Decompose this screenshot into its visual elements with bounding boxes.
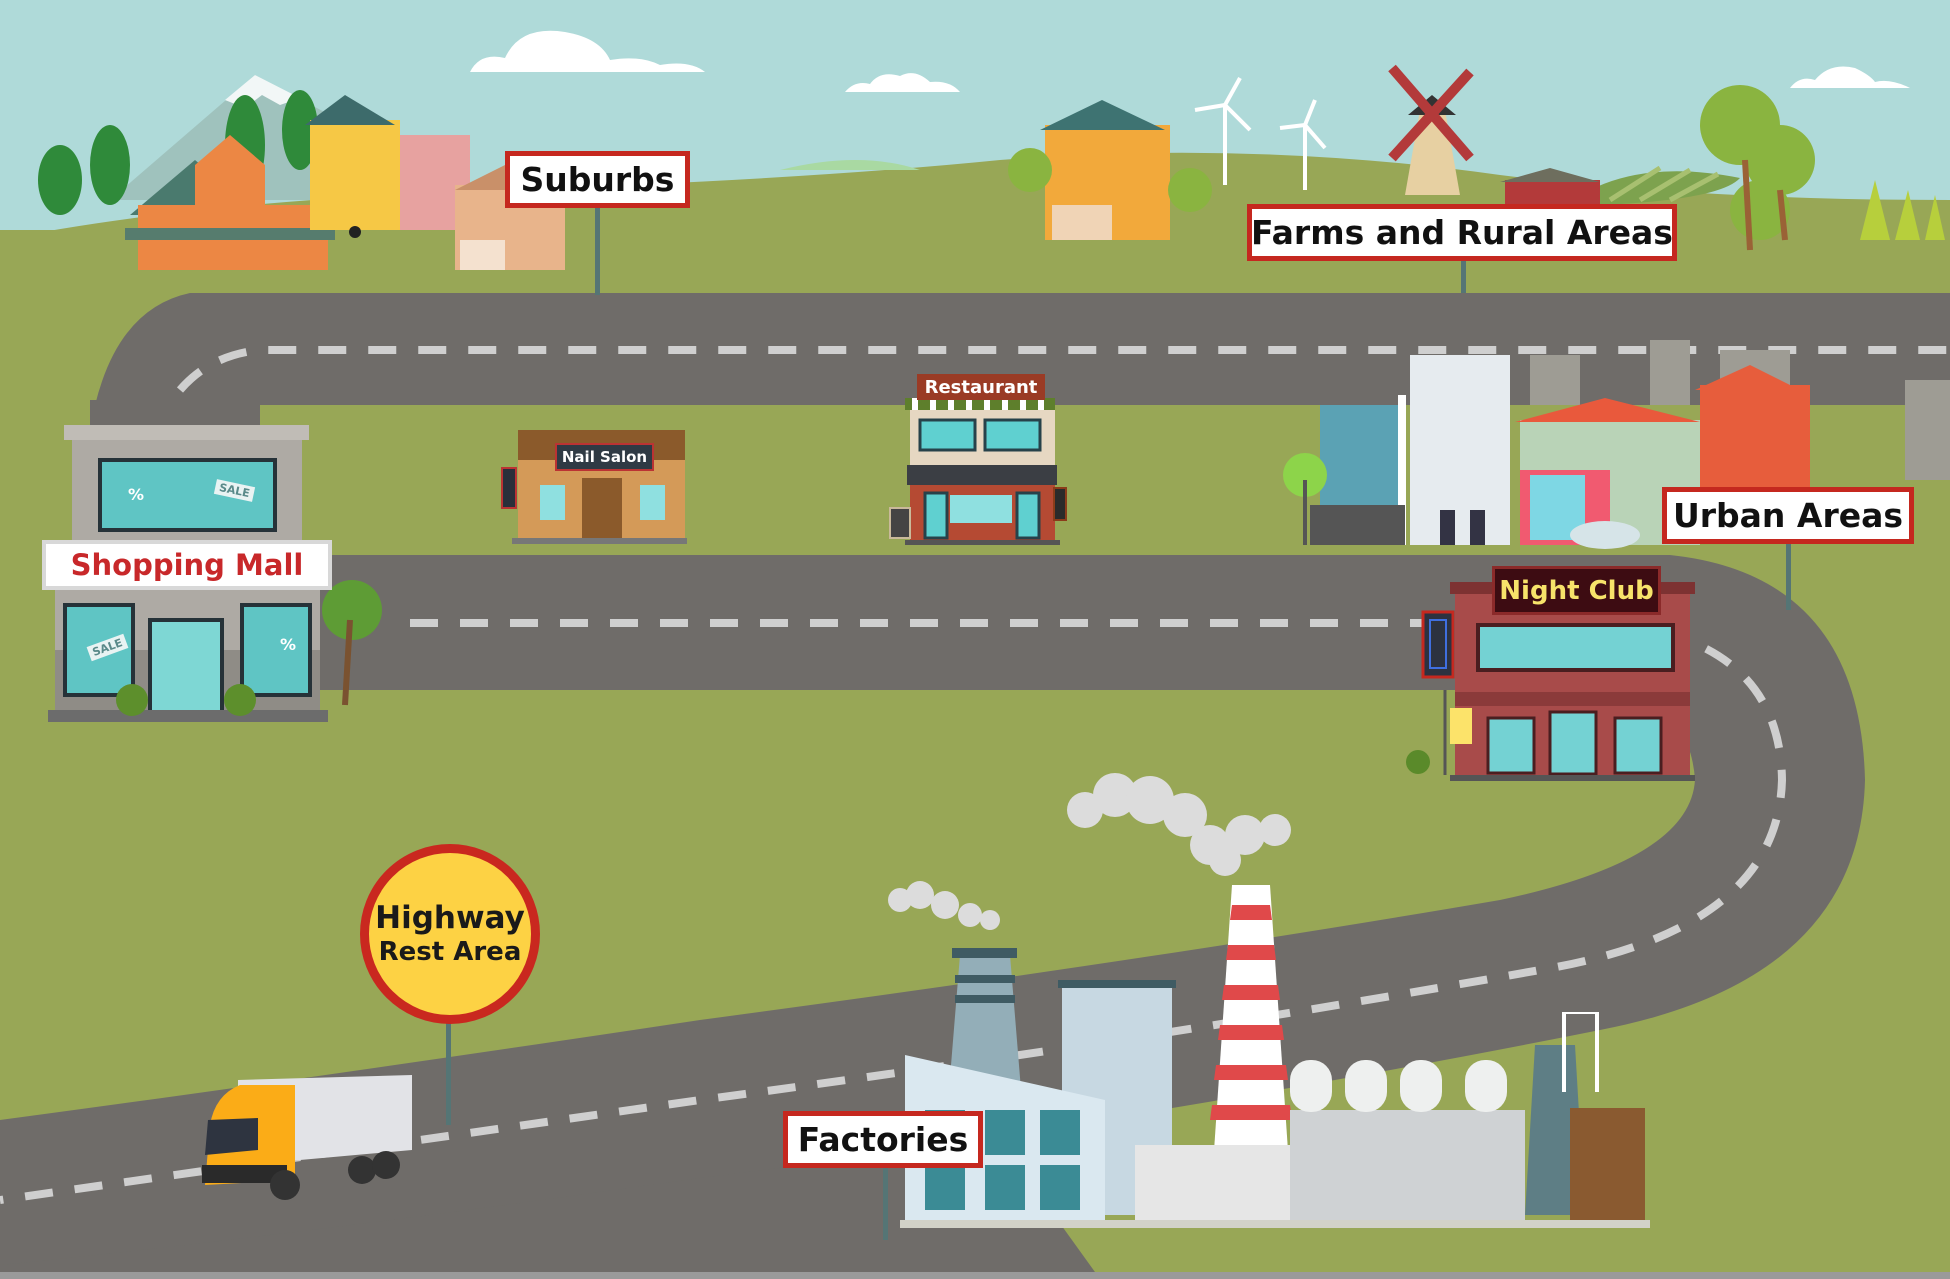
- sign-factories: Factories: [783, 1111, 983, 1168]
- nail-salon: [501, 430, 687, 544]
- smoke: [888, 773, 1291, 930]
- night-club-sign: Night Club: [1492, 566, 1661, 615]
- night-club: [1406, 582, 1695, 781]
- suburbs-sign-post: [595, 205, 600, 295]
- rest-area-line1: Highway: [375, 900, 525, 937]
- urban-sign-post: [1786, 540, 1791, 610]
- shopping-mall-sign: Shopping Mall: [42, 540, 332, 590]
- clouds: [470, 30, 1910, 92]
- sign-farms-label: Farms and Rural Areas: [1251, 213, 1673, 252]
- rest-area-sign-post: [446, 1020, 451, 1125]
- restaurant: [889, 398, 1067, 545]
- urban-buildings: [1283, 340, 1950, 549]
- restaurant-label: Restaurant: [924, 376, 1038, 398]
- night-club-label: Night Club: [1499, 575, 1654, 606]
- nail-salon-label: Nail Salon: [561, 448, 648, 466]
- restaurant-awning: [905, 398, 1055, 410]
- rest-area-line2: Rest Area: [378, 936, 522, 967]
- restaurant-sign: Restaurant: [917, 374, 1045, 400]
- shopping-mall-label: Shopping Mall: [70, 548, 304, 582]
- sign-farms-rural: Farms and Rural Areas: [1247, 204, 1677, 261]
- percent-tag: %: [128, 485, 145, 504]
- factories-sign-post: [883, 1165, 888, 1240]
- nail-salon-sign: Nail Salon: [555, 443, 654, 471]
- sign-urban-label: Urban Areas: [1672, 496, 1904, 535]
- sign-suburbs: Suburbs: [505, 151, 690, 208]
- road-dashes: [0, 346, 1950, 1204]
- farm-scene: [1008, 64, 1945, 251]
- shopping-mall: [48, 425, 382, 722]
- sign-highway-rest-area: Highway Rest Area: [360, 844, 540, 1024]
- sign-factories-label: Factories: [797, 1120, 969, 1159]
- sign-suburbs-label: Suburbs: [520, 160, 675, 199]
- suburb-houses: [38, 90, 565, 270]
- sign-urban-areas: Urban Areas: [1662, 487, 1914, 544]
- percent-tag: %: [280, 635, 297, 654]
- factories: [888, 773, 1650, 1228]
- farms-sign-post: [1461, 258, 1466, 293]
- delivery-truck: [202, 1075, 412, 1200]
